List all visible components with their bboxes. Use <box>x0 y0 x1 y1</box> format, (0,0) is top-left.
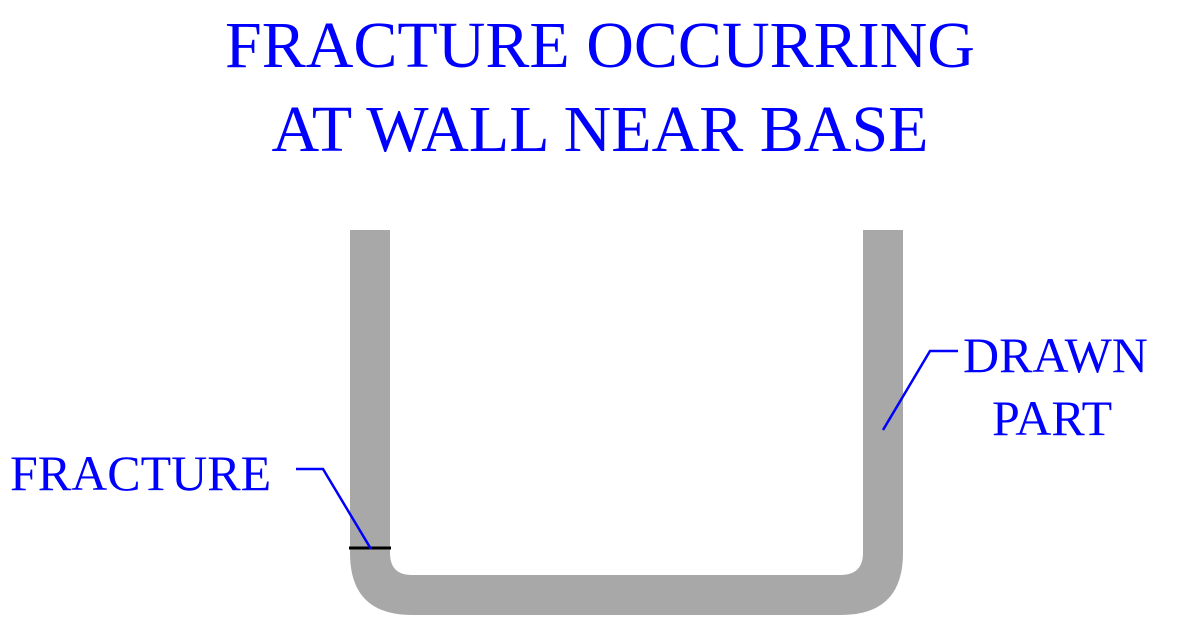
drawn-part-shape <box>350 230 903 615</box>
drawn-part-label-line-2: PART <box>992 390 1113 446</box>
diagram-title-line-1: FRACTURE OCCURRING <box>225 9 975 82</box>
fracture-label: FRACTURE <box>10 445 272 501</box>
fracture-leader-line <box>296 467 373 550</box>
diagram-title-line-2: AT WALL NEAR BASE <box>271 93 929 166</box>
drawn-part-label-line-1: DRAWN <box>963 327 1148 383</box>
drawn-part-leader-line <box>881 349 958 431</box>
